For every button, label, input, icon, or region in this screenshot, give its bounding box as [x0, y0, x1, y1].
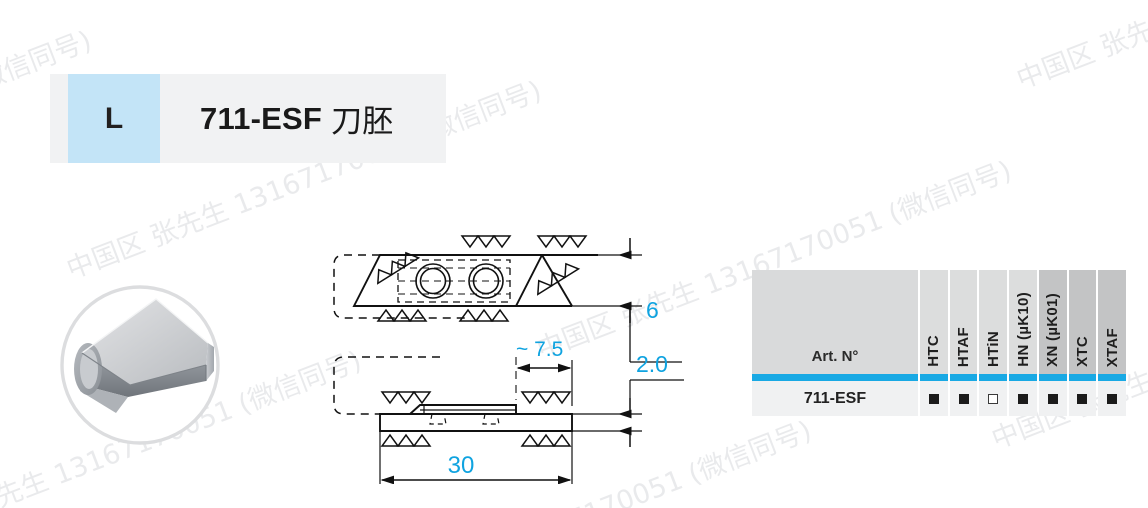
- table-header-coating-xtc[interactable]: XTC: [1068, 270, 1097, 374]
- coating-label: XN (µK01): [1044, 293, 1062, 367]
- dimension-length-label: 30: [448, 452, 475, 479]
- table-cell-availability: [1038, 381, 1067, 416]
- accent-segment: [1009, 374, 1037, 381]
- coating-label: HTC: [925, 335, 943, 367]
- technical-drawings: 6 ~ 7.5: [320, 222, 740, 488]
- art-no-value: 711-ESF: [803, 389, 867, 407]
- table-cell-availability: [1009, 381, 1037, 416]
- product-header-bar: L 711-ESF 刀胚: [50, 74, 446, 163]
- table-cell-availability: [1068, 381, 1097, 416]
- product-thumbnail: [56, 281, 224, 449]
- accent-segment: [979, 374, 1008, 381]
- page-title: 711-ESF 刀胚: [200, 74, 393, 163]
- table-cell-art-no: 711-ESF: [752, 381, 918, 416]
- table-cell-availability: [1098, 381, 1127, 416]
- table-header-art-no: Art. N°: [752, 270, 918, 374]
- accent-segment: [949, 374, 978, 381]
- coating-availability-table: Art. N° HTC HTAF HTiN HN (µK10) XN (µK01) XTC…: [752, 270, 1127, 416]
- availability-filled-icon: [1107, 393, 1118, 404]
- accent-segment: [1068, 374, 1097, 381]
- blade-blank-3d-render: [60, 285, 220, 445]
- dimension-height-label: 6: [646, 297, 659, 323]
- availability-filled-icon: [1018, 393, 1029, 404]
- coating-label: HN (µK10): [1014, 292, 1032, 367]
- side-view-drawing: ~ 7.5 2.0 30: [333, 338, 684, 488]
- table-header-coating-htc[interactable]: HTC: [920, 270, 948, 374]
- availability-hollow-icon: [988, 393, 999, 404]
- table-header-coating-htaf[interactable]: HTAF: [949, 270, 978, 374]
- coating-label: HTiN: [984, 331, 1002, 367]
- size-badge: L: [68, 74, 160, 163]
- availability-filled-icon: [1047, 393, 1058, 404]
- table-header-coating-xtaf[interactable]: XTAF: [1098, 270, 1127, 374]
- availability-filled-icon: [928, 393, 939, 404]
- table-cell-availability: [979, 381, 1008, 416]
- availability-filled-icon: [1077, 393, 1088, 404]
- accent-art-segment: [752, 374, 918, 381]
- table-header-art-no-label: Art. N°: [811, 348, 859, 365]
- table-accent-bar: [752, 374, 1127, 381]
- dimension-thickness-label: 2.0: [636, 351, 668, 377]
- dimension-edge-label: ~ 7.5: [516, 338, 563, 361]
- coating-label: HTAF: [955, 326, 973, 367]
- coating-label: XTAF: [1103, 327, 1121, 367]
- table-header-coating-xnk01[interactable]: XN (µK01): [1038, 270, 1067, 374]
- watermark-text: 中国区 张先生 13167170051 (微信同号): [1010, 0, 1148, 96]
- product-name-cn: 刀胚: [331, 104, 394, 140]
- coating-label: XTC: [1073, 336, 1091, 367]
- table-body: 711-ESF: [752, 381, 1127, 416]
- accent-segment: [1038, 374, 1067, 381]
- product-code: 711-ESF: [200, 100, 323, 136]
- table-cell-availability: [949, 381, 978, 416]
- availability-filled-icon: [958, 393, 969, 404]
- top-view-drawing: 6: [333, 235, 682, 363]
- table-header-row: Art. N° HTC HTAF HTiN HN (µK10) XN (µK01) XTC…: [752, 270, 1127, 374]
- watermark-text: 中国区 张先生 13167170051 (微信同号): [560, 0, 1046, 6]
- table-header-coating-hnk10[interactable]: HN (µK10): [1009, 270, 1037, 374]
- table-header-coating-htin[interactable]: HTiN: [979, 270, 1008, 374]
- table-cell-availability: [920, 381, 948, 416]
- accent-segment: [920, 374, 948, 381]
- size-badge-label: L: [104, 101, 124, 135]
- accent-segment: [1098, 374, 1127, 381]
